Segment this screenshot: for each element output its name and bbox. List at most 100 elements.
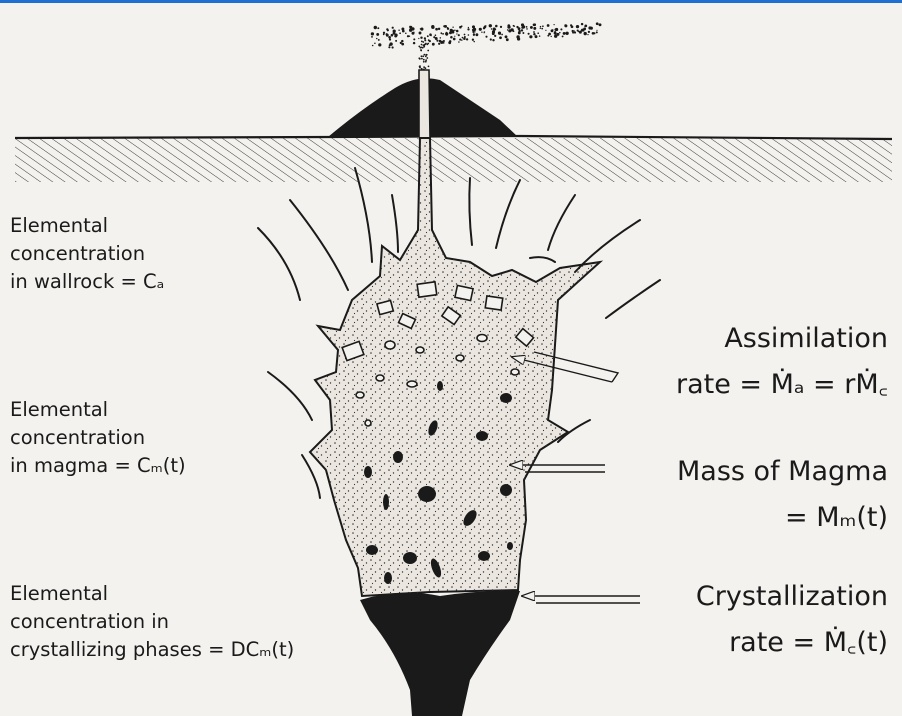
plume-particle <box>473 41 474 42</box>
crystallization-rate-label: Crystallization rate = Ṁ꜀(t) <box>696 574 888 666</box>
plume-particle <box>423 45 425 47</box>
plume-particle <box>550 36 551 37</box>
plume-particle <box>472 29 474 31</box>
plume-particle <box>539 35 540 36</box>
plume-particle <box>494 35 496 37</box>
plume-particle <box>547 24 550 27</box>
plume-particle <box>481 31 482 32</box>
plume-particle <box>427 43 429 45</box>
plume-particle <box>421 58 423 60</box>
plume-particle <box>513 30 515 32</box>
magma-mass-label-line2: = Mₘ(t) <box>677 495 888 541</box>
plume-particle <box>552 29 553 30</box>
plume-particle <box>444 25 447 28</box>
plume-particle <box>505 35 508 38</box>
plume-particle <box>518 30 520 32</box>
plume-particle <box>583 27 586 30</box>
plume-particle <box>541 28 543 30</box>
plume-particle <box>467 28 469 30</box>
plume-particle <box>498 32 501 35</box>
plume-particle <box>440 37 442 39</box>
plume-particle <box>545 30 546 31</box>
plume-particle <box>392 46 394 48</box>
plume-particle <box>423 59 425 61</box>
plume-particle <box>377 27 379 29</box>
plume-particle <box>393 32 396 35</box>
plume-particle <box>424 54 426 56</box>
plume-particle <box>562 35 564 37</box>
plume-particle <box>423 61 425 63</box>
plume-particle <box>422 41 424 43</box>
plume-particle <box>533 33 535 35</box>
plume-particle <box>472 39 474 41</box>
plume-particle <box>468 34 470 36</box>
wallrock-concentration-label: Elemental concentration in wallrock = Cₐ <box>10 212 164 296</box>
ground-hatch <box>15 138 892 182</box>
plume-particle <box>517 37 520 40</box>
plume-particle <box>401 40 403 42</box>
plume-particle <box>489 24 492 27</box>
plume-particle <box>440 32 442 34</box>
plume-particle <box>421 44 423 46</box>
plume-particle <box>576 25 579 28</box>
plume-particle <box>383 34 385 36</box>
plume-particle <box>438 43 440 45</box>
plume-particle <box>433 36 435 38</box>
plume-particle <box>475 33 478 36</box>
plume-particle <box>372 45 374 47</box>
plume-particle <box>485 36 487 38</box>
plume-particle <box>472 31 474 33</box>
plume-particle <box>435 34 437 36</box>
plume-particle <box>462 37 464 39</box>
plume-particle <box>453 38 456 41</box>
mass-of-magma-label: Mass of Magma = Mₘ(t) <box>677 449 888 541</box>
plume-particle <box>399 32 401 34</box>
plume-particle <box>513 25 515 27</box>
plume-particle <box>432 43 435 46</box>
plume-particle <box>376 33 379 36</box>
plume-particle <box>577 30 579 32</box>
plume-particle <box>492 39 494 41</box>
plume-particle <box>421 55 423 57</box>
plume-particle <box>588 31 590 33</box>
plume-particle <box>376 38 377 39</box>
plume-particle <box>401 43 404 46</box>
plume-particle <box>466 38 468 40</box>
plume-particle <box>529 35 532 38</box>
crystallizing-phases-concentration-label: Elemental concentration in crystallizing… <box>10 580 294 664</box>
plume-particle <box>521 26 524 29</box>
plume-particle <box>459 26 462 29</box>
plume-particle <box>452 27 453 28</box>
eruption-plume <box>371 22 602 70</box>
plume-particle <box>431 26 434 29</box>
plume-particle <box>419 32 422 35</box>
crystallization-label-line2: rate = Ṁ꜀(t) <box>696 620 888 666</box>
plume-particle <box>458 41 460 43</box>
crystallized-base <box>360 591 520 716</box>
plume-particle <box>596 30 597 31</box>
plume-particle <box>398 30 399 31</box>
plume-particle <box>468 27 469 28</box>
plume-particle <box>436 40 438 42</box>
plume-particle <box>583 30 585 32</box>
plume-particle <box>439 40 441 42</box>
plume-particle <box>401 28 404 31</box>
plume-particle <box>451 30 454 33</box>
plume-particle <box>473 34 475 36</box>
plume-particle <box>418 38 419 39</box>
plume-particle <box>584 32 587 35</box>
crystal-label-line3: crystallizing phases = DCₘ(t) <box>10 636 294 664</box>
plume-particle <box>554 32 557 35</box>
plume-particle <box>540 26 541 27</box>
plume-particle <box>516 26 518 28</box>
plume-particle <box>378 43 381 46</box>
plume-particle <box>454 36 455 37</box>
plume-particle <box>391 34 394 37</box>
plume-particle <box>526 28 528 30</box>
plume-particle <box>413 38 415 40</box>
plume-particle <box>429 33 432 36</box>
plume-particle <box>537 32 539 34</box>
plume-particle <box>592 32 595 35</box>
plume-particle <box>479 28 482 31</box>
